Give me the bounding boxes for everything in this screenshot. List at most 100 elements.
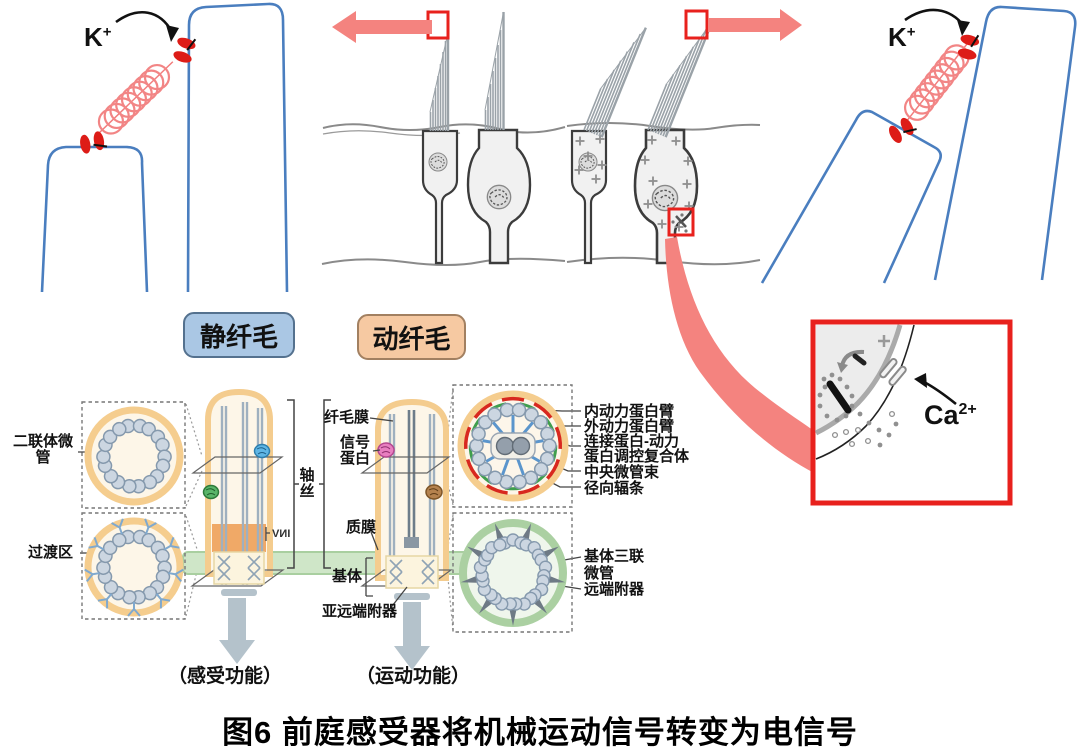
ion-channel-icon: [169, 32, 200, 66]
cross-section-plane: [191, 456, 284, 474]
label-nexin-complex-line1: 连接蛋白-动力: [584, 433, 679, 450]
cross-section-motile-axoneme: [452, 384, 573, 508]
basal-body: [213, 551, 265, 585]
label-line: 轴: [299, 467, 315, 484]
resting-stereocilia-diagram: [40, 2, 289, 293]
calcium-synapse-inset: [810, 319, 1013, 506]
axoneme-brackets: [287, 399, 331, 569]
rootlet: [221, 589, 257, 596]
primary-cilium-longitudinal: [190, 388, 285, 664]
cross-section-basal-body: [452, 512, 573, 633]
hair-cell-pair-resting: [321, 10, 566, 266]
cross-section-doublet-ring: [81, 401, 186, 509]
plus-sign: [878, 335, 890, 347]
hair-bundle-tilted: [647, 20, 714, 138]
k-plus-label-left: K+: [84, 22, 112, 53]
kinocilium-badge: 动纤毛: [357, 314, 466, 360]
k-sup-text: +: [906, 23, 916, 41]
short-stereocilium-outline: [760, 109, 942, 284]
central-pair-microtubules: [407, 410, 416, 538]
label-distal-appendage: 远端附器: [584, 581, 645, 598]
hair-cell-type2-body: [570, 129, 608, 265]
label-axoneme: 轴 丝: [298, 468, 316, 500]
cross-section-plane: [190, 569, 285, 587]
label-outer-dynein-arm: 外动力蛋白臂: [584, 418, 675, 435]
tall-stereocilium-outline: [933, 5, 1077, 281]
label-subdistal-appendage: 亚远端附器: [322, 603, 398, 620]
hair-cell-type2-body: [421, 129, 459, 265]
short-stereocilium-outline: [40, 145, 149, 293]
label-basal-triplet-line1: 基体三联: [584, 548, 645, 565]
ift-particle-blue: [253, 443, 271, 459]
kinocilium-badge-text: 动纤毛: [372, 323, 451, 354]
ion-channel-icon: [77, 129, 109, 156]
cross-section-transition-zone: [81, 512, 186, 620]
label-signal-protein: 信号 蛋白: [338, 435, 372, 467]
k-entry-arrowhead: [957, 20, 970, 36]
nucleus: [651, 184, 679, 212]
central-pair-cap: [404, 537, 419, 548]
zoom-funnel: [665, 237, 814, 473]
rootlet: [394, 593, 430, 600]
k-sup-text: +: [102, 23, 112, 41]
hair-bundle-upright: [429, 32, 450, 131]
k-entry-arrow: [115, 11, 174, 33]
label-doublet-microtubule: 二联体微 管: [8, 434, 78, 466]
deflection-arrow-left: [332, 11, 432, 43]
zoom-box-right-tip: [684, 9, 709, 40]
label-radial-spoke: 径向辐条: [584, 480, 645, 497]
label-line: 丝: [299, 483, 315, 500]
deflection-arrow-right: [708, 9, 802, 41]
tip-link-spring-icon: [87, 52, 183, 146]
label-basal-triplet-line2: 微管: [584, 565, 615, 582]
down-arrow-motor: [394, 602, 430, 670]
synapse-marks: [671, 213, 688, 233]
signal-protein-particle: [377, 442, 395, 458]
label-ciliary-membrane: 纤毛膜: [324, 409, 370, 426]
deflected-stereocilia-diagram: [760, 5, 1077, 284]
label-motor-function: （运动功能）: [356, 666, 471, 687]
hair-bundle-upright: [484, 11, 505, 130]
hair-cell-pair-deflected: [566, 9, 814, 473]
label-plasma-membrane: 质膜: [346, 519, 377, 536]
k-base-text: K: [84, 22, 103, 52]
figure-caption: 图6 前庭感受器将机械运动信号转变为电信号: [222, 715, 858, 750]
cross-section-plane: [360, 456, 451, 474]
tall-stereocilium-outline: [186, 2, 289, 293]
stereocilia-badge: 静纤毛: [183, 312, 295, 358]
down-arrow-sensory: [219, 598, 255, 664]
ca-ion-label: Ca2+: [924, 400, 977, 431]
nucleus: [486, 184, 512, 210]
motile-cilium-longitudinal: [360, 398, 453, 670]
calcium-channel-icon: [879, 358, 907, 386]
label-line: 管: [35, 449, 51, 466]
cilium-architecture-diagram: [78, 384, 582, 670]
label-central-microtubules: 中央微管束: [584, 464, 660, 481]
ift-particle-brown: [425, 484, 443, 500]
zoom-box-synapse: [667, 207, 695, 237]
label-inv-compartment: INV: [272, 528, 291, 540]
label-inner-dynein-arm: 内动力蛋白臂: [584, 403, 675, 420]
label-basal-body: 基体: [332, 568, 363, 585]
label-line: 信号: [339, 434, 370, 451]
recycling-arrow-icon: [837, 349, 867, 373]
cell-interior: [816, 325, 898, 431]
k-plus-label-right: K+: [888, 22, 916, 53]
stereocilia-badge-text: 静纤毛: [199, 321, 278, 352]
label-nexin-complex-line2: 蛋白调控复合体: [584, 448, 690, 465]
synaptic-vesicles: [817, 372, 899, 448]
label-transition-zone: 过渡区: [28, 544, 74, 561]
label-line: 二联体微: [12, 433, 73, 450]
synaptic-ribbon: [826, 380, 852, 414]
ca-entry-arrowhead: [914, 373, 927, 388]
cell-membrane: [814, 324, 903, 436]
ift-particle-green: [202, 484, 220, 500]
ca-base-text: Ca: [924, 400, 959, 430]
k-base-text: K: [888, 22, 907, 52]
label-line: 蛋白: [339, 450, 370, 467]
label-sensory-function: （感受功能）: [168, 666, 283, 687]
ca-sup-text: 2+: [958, 401, 977, 418]
nucleus: [428, 152, 448, 172]
